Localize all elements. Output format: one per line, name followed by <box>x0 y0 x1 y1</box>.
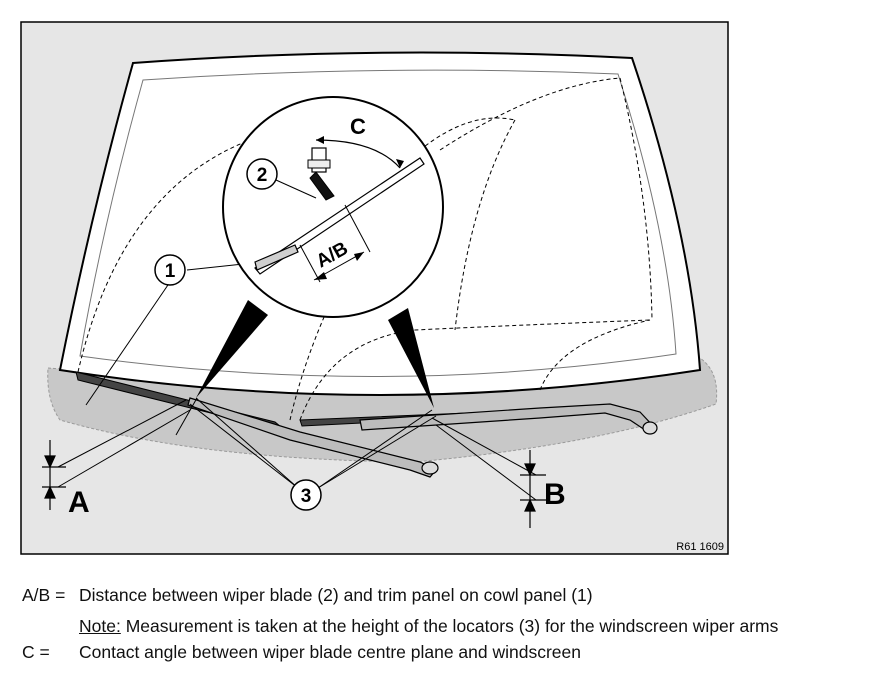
legend-key-ab: A/B = <box>22 585 66 605</box>
dimension-b-label: B <box>544 478 566 511</box>
angle-c-label: C <box>350 114 366 139</box>
part2-leader <box>275 179 317 199</box>
part1-circle <box>154 254 186 286</box>
part2-label: 2 <box>257 165 268 186</box>
left-wiper-arm <box>187 397 437 478</box>
note-text: Measurement is taken at the height of th… <box>120 616 779 636</box>
windscreen-inner-edge <box>79 69 677 378</box>
part3-label: 3 <box>301 486 312 507</box>
legend-text-ab: Distance between wiper blade (2) and tri… <box>79 585 593 605</box>
legend-key-c: C = <box>22 642 50 662</box>
callout-pointer-right <box>388 308 434 408</box>
left-wiper-pivot <box>421 461 439 475</box>
part1-label: 1 <box>165 261 176 282</box>
dimension-b-marker <box>520 450 546 528</box>
right-wiper-pivot <box>642 421 658 435</box>
part3-circle <box>290 479 322 511</box>
callout-pointer-left <box>196 300 268 398</box>
dimension-a-label: A <box>68 486 90 519</box>
dimension-a-marker <box>42 440 66 510</box>
legend-text-c: Contact angle between wiper blade centre… <box>79 642 581 662</box>
part2-circle <box>246 158 278 190</box>
wiper-adjustment-diagram: 1 2 3 C A/B A B R61 1609 <box>20 21 729 555</box>
detail-magnifier <box>222 96 444 318</box>
right-wiper <box>299 403 658 435</box>
note-label: Note: <box>79 616 121 636</box>
legend-note: Note: Measurement is taken at the height… <box>79 616 778 637</box>
figure-ref-code: R61 1609 <box>676 541 724 553</box>
